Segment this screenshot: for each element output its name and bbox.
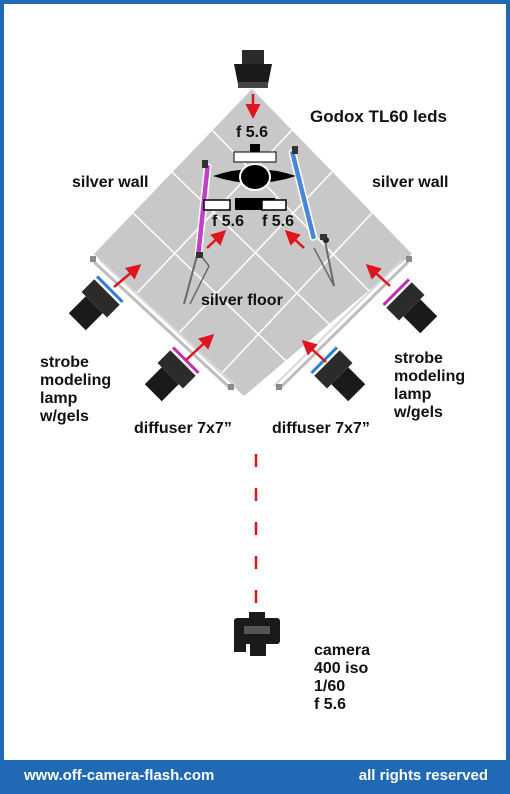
- rights-text: all rights reserved: [358, 767, 488, 784]
- card-left: [203, 199, 231, 211]
- diffuser-right-label: diffuser 7x7”: [272, 420, 370, 437]
- website-link[interactable]: www.off-camera-flash.com: [24, 767, 215, 784]
- silver-wall-right-label: silver wall: [372, 174, 449, 191]
- diffuser-left-label: diffuser 7x7”: [134, 420, 232, 437]
- godox-label: Godox TL60 leds: [310, 107, 447, 126]
- strobe-right-icon: [382, 278, 438, 334]
- led-tube-left-icon: [183, 160, 212, 305]
- top-fstop-label: f 5.6: [236, 124, 269, 141]
- silver-floor-label: silver floor: [201, 292, 283, 309]
- strobe-left-icon: [68, 275, 124, 331]
- set-diagram: [68, 50, 438, 656]
- strobe-left-label: strobe modeling lamp w/gels: [40, 354, 112, 425]
- camera-icon: [234, 612, 280, 656]
- silver-wall-left-label: silver wall: [72, 174, 149, 191]
- camera-settings-label: camera 400 iso 1/60 f 5.6: [314, 642, 371, 713]
- strobe-right-label: strobe modeling lamp w/gels: [394, 350, 466, 421]
- footer-bar: www.off-camera-flash.com all rights rese…: [4, 760, 506, 790]
- silver-floor-area: [94, 89, 412, 396]
- left-fstop-label: f 5.6: [212, 213, 245, 230]
- light-arrows: [113, 94, 391, 363]
- card-right: [261, 199, 287, 211]
- led-tube-right-icon: [288, 146, 335, 287]
- right-fstop-label: f 5.6: [262, 213, 295, 230]
- strobe-top-icon: [234, 50, 272, 88]
